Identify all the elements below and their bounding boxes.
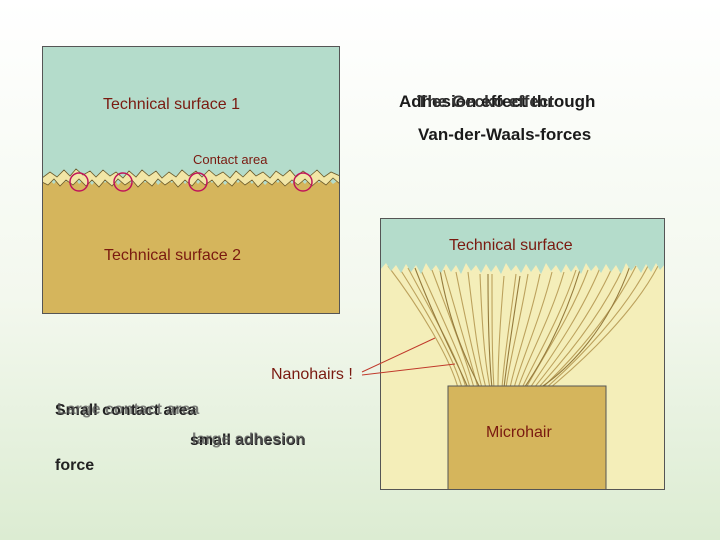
contact-point-circle (69, 172, 89, 192)
title-line-adhesion: Adhesion effect through (399, 92, 596, 111)
microhair-block (447, 385, 607, 490)
contact-point-circle (293, 172, 313, 192)
surface-2-label: Technical surface 2 (104, 247, 241, 264)
title-line-gecko: The Gecko effect (417, 92, 554, 111)
contact-point-circle (188, 172, 208, 192)
left-diagram (42, 46, 340, 314)
note-line-1: Small contact area Large contact area (55, 401, 255, 424)
nanohair-pointers (361, 337, 456, 376)
right-title: Adhesion effect through The Gecko effect (399, 92, 659, 112)
note-small-contact: Small contact area (55, 402, 197, 419)
note-large-contact: Large contact area (57, 401, 200, 418)
nanohair-strands (387, 265, 659, 389)
right-diagram (380, 218, 665, 490)
pointer-line (361, 337, 436, 373)
note-large-adhesion: large adhesion (192, 431, 305, 448)
technical-surface-2 (42, 175, 340, 314)
microhair-label: Microhair (486, 424, 552, 441)
technical-surface-label: Technical surface (449, 237, 573, 254)
contact-area-label: Contact area (193, 152, 268, 167)
surface-1-label: Technical surface 1 (103, 96, 240, 113)
contact-point-circle (113, 172, 133, 192)
technical-surface-top (380, 218, 665, 274)
nanohairs-label: Nanohairs ! (271, 366, 353, 383)
note-force: force (55, 457, 95, 474)
note-small-adhesion: small adhesion (190, 432, 306, 449)
contact-zone (42, 168, 340, 188)
pointer-line (361, 363, 456, 376)
title-line-vdw: Van-der-Waals-forces (418, 125, 592, 144)
note-line-2: small adhesion large adhesion (190, 431, 350, 454)
